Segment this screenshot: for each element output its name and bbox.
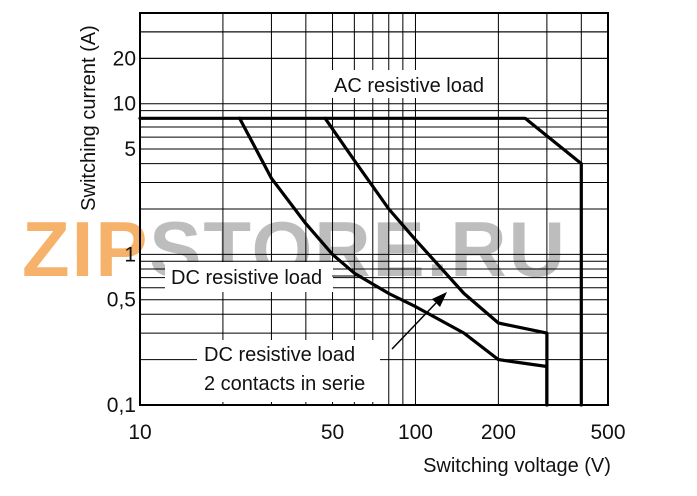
annotation-background [328,70,494,98]
x-axis-title: Switching voltage (V) [423,455,611,477]
annotations: AC resistive load DC resistive load DC res… [165,70,494,402]
arrow-head-icon [432,292,447,307]
watermark-left: ZIP [22,205,149,293]
annotation-dc2-line: 2 contacts in serie [204,373,365,395]
x-tick-label: 10 [128,421,151,444]
y-tick-label: 1 [124,243,136,266]
x-tick-label: 100 [398,421,433,444]
y-axis-title: Switching current (A) [78,25,100,211]
x-tick-label: 200 [481,421,516,444]
annotation-background [197,340,380,402]
y-tick-label: 0,5 [107,289,136,312]
series-dc-resistive-load-2-contacts-in-serie [323,116,549,407]
x-tick-label: 50 [321,421,344,444]
series-ac-resistive-load [138,116,583,407]
series-dc-resistive-load [238,116,549,407]
annotation-dc-line: DC resistive load [171,267,322,289]
annotation-background [165,262,333,292]
dc2-leader-arrow [391,302,437,350]
annotation-ac-line: AC resistive load [334,75,484,97]
y-tick-label: 10 [113,93,136,116]
curves [138,116,583,407]
tick-labels: 10 50 100 200 500 0,1 0,5 1 5 10 20 [107,47,626,444]
y-tick-label: 20 [113,47,136,70]
x-tick-label: 500 [590,421,625,444]
y-tick-label: 5 [124,138,136,161]
plot-frame [139,12,609,406]
annotation-dc2-line: DC resistive load [204,344,355,366]
y-tick-label: 0,1 [107,394,136,417]
